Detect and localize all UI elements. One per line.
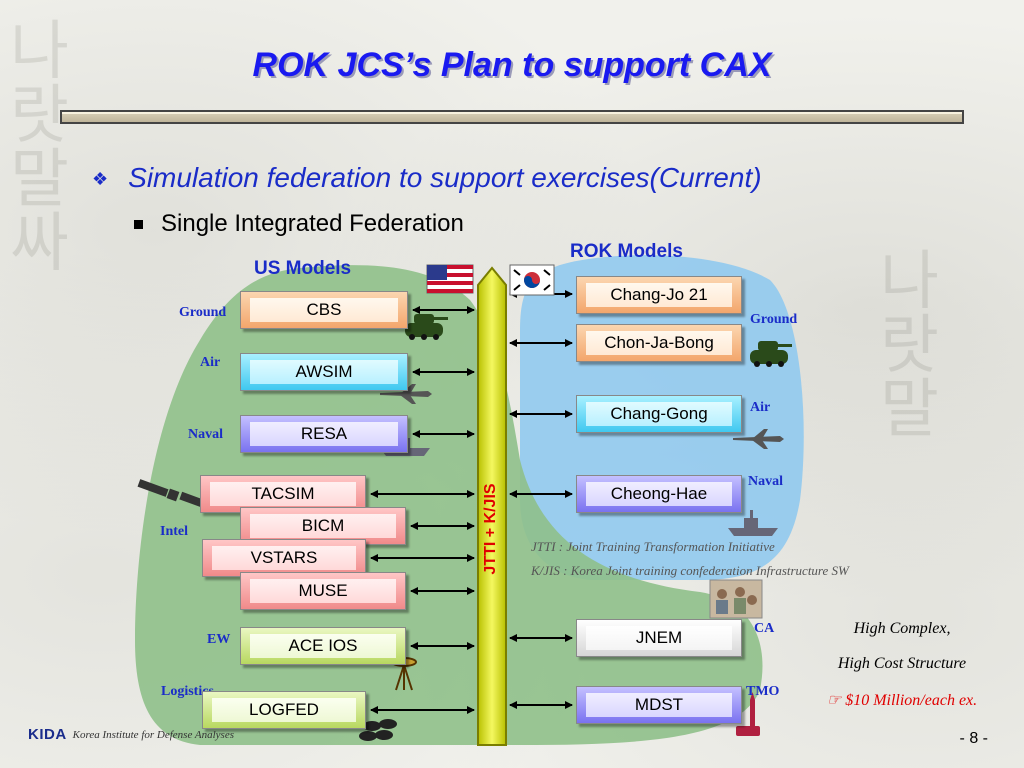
us-label-ew: EW xyxy=(207,632,231,647)
title-divider-bar xyxy=(60,110,964,124)
tank-icon-rok xyxy=(750,341,792,367)
model-box-resa: RESA xyxy=(240,415,408,453)
model-label: TACSIM xyxy=(210,482,356,506)
page-title: ROK JCS’s Plan to support CAX xyxy=(252,46,772,84)
us-label-intel: Intel xyxy=(160,524,188,539)
fuel-drums-icon xyxy=(359,719,397,741)
jtti-bus-label: JTTI + K/JIS xyxy=(481,430,501,630)
aircraft-icon xyxy=(380,384,432,404)
note-jtti: JTTI : Joint Training Transformation Ini… xyxy=(531,539,775,554)
model-label: MDST xyxy=(586,693,732,717)
model-label: CBS xyxy=(250,298,398,322)
model-box-chon-ja-bong: Chon-Ja-Bong xyxy=(576,324,742,362)
model-label: Chang-Gong xyxy=(586,402,732,426)
missile-launcher-icon xyxy=(736,692,760,736)
model-label: Chang-Jo 21 xyxy=(586,283,732,307)
square-bullet-icon xyxy=(134,220,143,230)
aircraft-icon-rok xyxy=(733,429,784,449)
us-label-air: Air xyxy=(200,355,221,370)
us-label-ground: Ground xyxy=(179,305,227,320)
model-label: RESA xyxy=(250,422,398,446)
model-box-vstars: VSTARS xyxy=(202,539,366,577)
rok-label-tmo: TMO xyxy=(746,684,780,699)
us-label-naval: Naval xyxy=(188,427,223,442)
bullet-level-2: Single Integrated Federation xyxy=(134,210,464,238)
model-label: AWSIM xyxy=(250,360,398,384)
model-box-tacsim: TACSIM xyxy=(200,475,366,513)
kida-logo: KIDA Korea Institute for Defense Analyse… xyxy=(28,726,234,743)
civil-affairs-photo xyxy=(709,579,763,619)
kida-logo-text: KIDA xyxy=(28,726,67,743)
rok-label-ca: CA xyxy=(754,621,775,636)
model-box-jnem: JNEM xyxy=(576,619,742,657)
rok-label-air: Air xyxy=(750,400,771,415)
ship-icon-rok xyxy=(728,510,778,536)
model-box-muse: MUSE xyxy=(240,572,406,610)
model-box-awsim: AWSIM xyxy=(240,353,408,391)
model-label: JNEM xyxy=(586,626,732,650)
model-box-chang-jo-21: Chang-Jo 21 xyxy=(576,276,742,314)
model-label: ACE IOS xyxy=(250,634,396,658)
bullet-level-1: ❖ Simulation federation to support exerci… xyxy=(92,162,762,194)
note-kjis: K/JIS : Korea Joint training confederati… xyxy=(531,563,849,578)
cost-line-1: High Complex, xyxy=(853,620,951,637)
model-label: MUSE xyxy=(250,579,396,603)
rok-label-ground: Ground xyxy=(750,312,798,327)
model-label: LOGFED xyxy=(212,698,356,722)
model-box-cheong-hae: Cheong-Hae xyxy=(576,475,742,513)
korea-flag-icon xyxy=(509,264,555,296)
page-number: - 8 - xyxy=(959,730,988,747)
model-box-ace-ios: ACE IOS xyxy=(240,627,406,665)
us-models-header: US Models xyxy=(254,258,352,279)
model-label: Chon-Ja-Bong xyxy=(586,331,732,355)
jtti-bus xyxy=(477,266,507,746)
model-label: VSTARS xyxy=(212,546,356,570)
satellite-icon xyxy=(137,479,207,509)
bullet-level-1-text: Simulation federation to support exercis… xyxy=(128,162,762,193)
model-box-cbs: CBS xyxy=(240,291,408,329)
kida-org-name: Korea Institute for Defense Analyses xyxy=(72,728,234,741)
rok-label-naval: Naval xyxy=(748,474,783,489)
model-box-logfed: LOGFED xyxy=(202,691,366,729)
cost-line-3: ☞ $10 Million/each ex. xyxy=(826,692,978,709)
model-box-mdst: MDST xyxy=(576,686,742,724)
bullet-level-2-text: Single Integrated Federation xyxy=(161,210,464,237)
bus-label-text: JTTI + K/JIS xyxy=(482,483,499,575)
rok-models-header: ROK Models xyxy=(570,241,683,262)
diamond-bullet-icon: ❖ xyxy=(92,169,109,190)
tank-icon xyxy=(405,314,448,340)
us-flag-icon xyxy=(426,264,474,294)
cost-line-2: High Cost Structure xyxy=(837,655,967,672)
us-label-logistics: Logistics xyxy=(161,684,214,699)
model-box-chang-gong: Chang-Gong xyxy=(576,395,742,433)
model-label: BICM xyxy=(250,514,396,538)
model-label: Cheong-Hae xyxy=(586,482,732,506)
